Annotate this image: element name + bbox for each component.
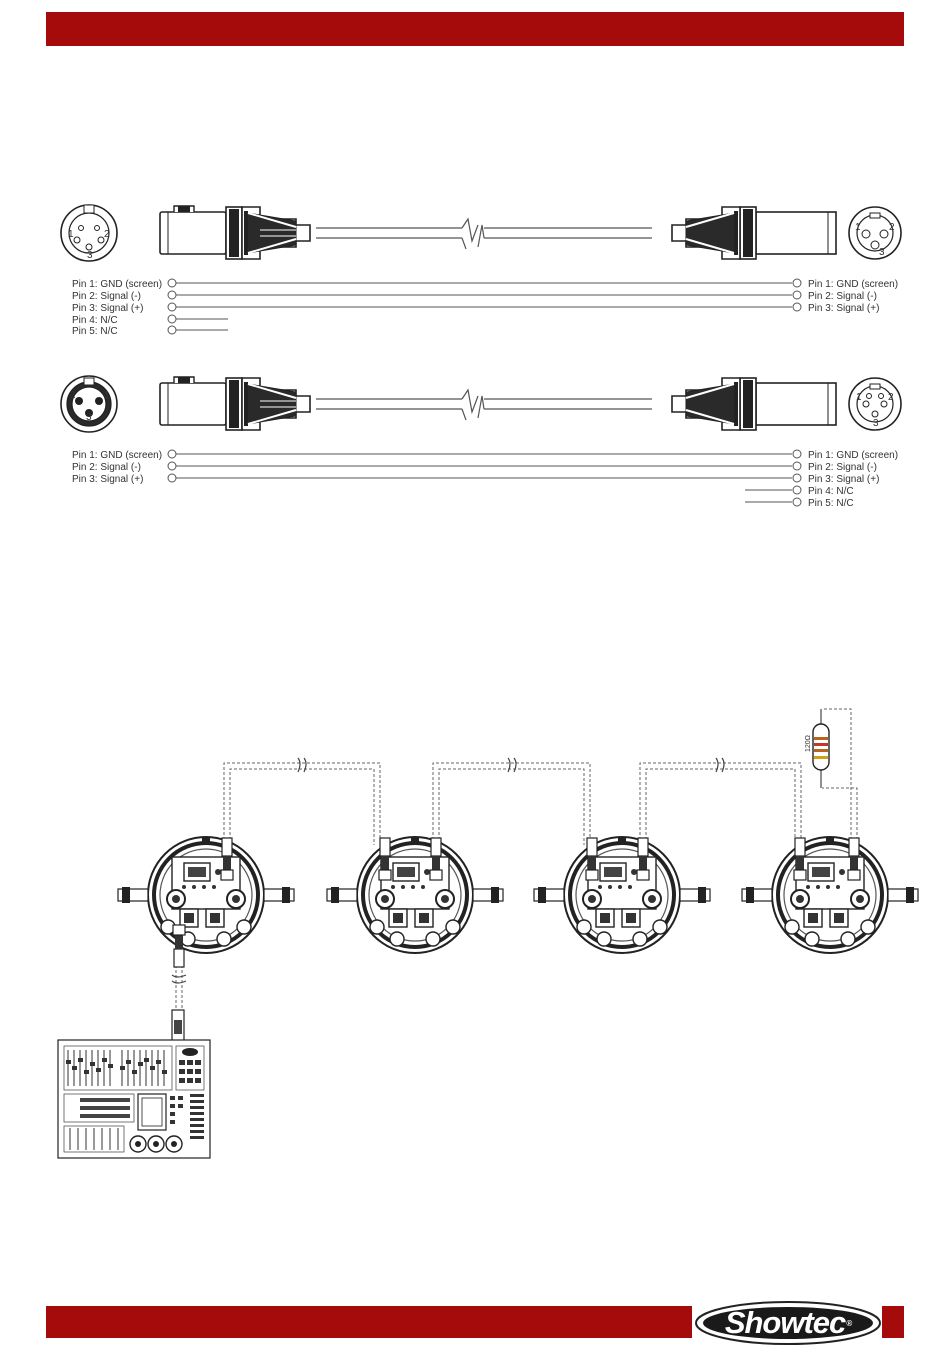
svg-text:1: 1 [855, 222, 861, 233]
pin-wiring-1 [167, 278, 802, 335]
svg-text:3: 3 [86, 412, 92, 423]
pin-label: Pin 3: Signal (+) [808, 303, 879, 314]
cable-diagram-1: 1 2 3 1 2 3 [60, 204, 902, 337]
three-pin-female-face: 2 1 3 [60, 375, 118, 433]
pin-label: Pin 2: Signal (-) [808, 462, 877, 473]
logo-badge [695, 1301, 881, 1345]
svg-text:2: 2 [888, 392, 894, 403]
pin-label: Pin 2: Signal (-) [808, 291, 877, 302]
logo-text: Showtec [724, 1305, 846, 1340]
svg-text:1: 1 [68, 229, 74, 240]
footer-bar [46, 1306, 692, 1338]
svg-text:3: 3 [873, 418, 879, 429]
terminator-resistor: 120Ω [805, 709, 830, 788]
five-pin-female-face: 1 2 3 [60, 204, 118, 262]
svg-text:2: 2 [889, 222, 895, 233]
pin-label: Pin 3: Signal (+) [808, 474, 879, 485]
svg-text:2: 2 [70, 390, 76, 401]
svg-text:2: 2 [104, 229, 110, 240]
pin-wiring-2 [167, 449, 802, 507]
svg-text:3: 3 [87, 250, 93, 261]
pin-label: Pin 1: GND (screen) [808, 450, 898, 461]
pin-label: Pin 2: Signal (-) [72, 462, 141, 473]
pin-label: Pin 3: Signal (+) [72, 474, 143, 485]
svg-text:1: 1 [104, 390, 110, 401]
five-pin-male-face: 1 2 3 [848, 377, 902, 431]
light-fixture-4 [740, 835, 920, 955]
light-fixture-2 [325, 835, 505, 955]
pin-label: Pin 1: GND (screen) [72, 450, 162, 461]
pin-label: Pin 4: N/C [808, 486, 854, 497]
light-fixture-1 [116, 835, 296, 955]
pin-label: Pin 5: N/C [808, 498, 854, 509]
footer-bar-end [882, 1306, 904, 1338]
pin-label: Pin 4: N/C [72, 315, 118, 326]
cable-diagram-2: 2 1 3 1 2 3 [60, 375, 902, 509]
svg-text:1: 1 [856, 392, 862, 403]
pin-label: Pin 1: GND (screen) [808, 279, 898, 290]
light-fixture-3 [532, 835, 712, 955]
three-pin-male-face: 1 2 3 [848, 206, 902, 260]
terminator-label: 120Ω [805, 735, 812, 752]
pin-label: Pin 3: Signal (+) [72, 303, 143, 314]
logo-registered-mark: ® [846, 1318, 852, 1328]
header-bar [46, 12, 904, 46]
svg-text:3: 3 [879, 247, 885, 258]
pin-label: Pin 2: Signal (-) [72, 291, 141, 302]
dmx-controller [57, 1009, 211, 1159]
pin-label: Pin 5: N/C [72, 326, 118, 337]
dmx-cables [175, 708, 858, 1040]
showtec-logo: Showtec® [694, 1300, 882, 1346]
pin-label: Pin 1: GND (screen) [72, 279, 162, 290]
daisy-chain-diagram: 120Ω [57, 708, 920, 1159]
